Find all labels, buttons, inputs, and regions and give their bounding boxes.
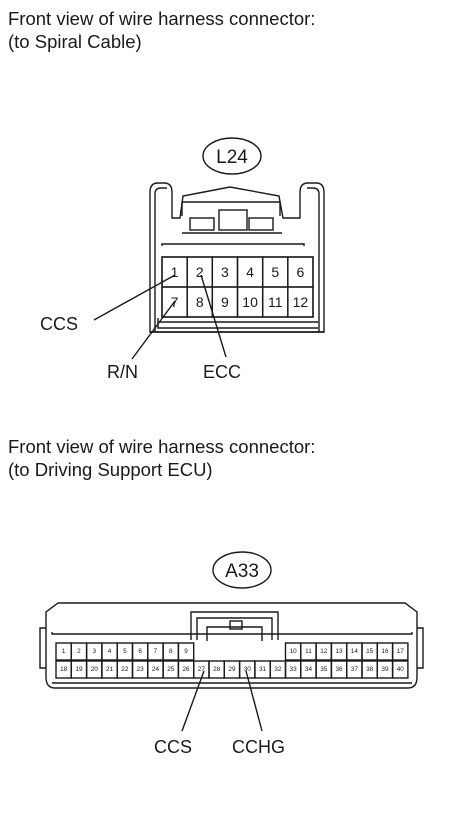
pin-label: 15 xyxy=(366,648,374,655)
cchg-leader-line xyxy=(245,670,263,732)
connector2-caption-line2: (to Driving Support ECU) xyxy=(8,459,213,480)
pin-label: 3 xyxy=(221,264,229,280)
pin-label: 6 xyxy=(297,264,305,280)
pin-label: 35 xyxy=(320,666,328,673)
connector-l24-code: L24 xyxy=(216,147,248,168)
pin-label: 12 xyxy=(320,648,328,655)
cchg-label: CCHG xyxy=(232,737,285,757)
ccs-label: CCS xyxy=(40,314,78,334)
pin-label: 4 xyxy=(246,264,254,280)
pin-label: 8 xyxy=(169,648,173,655)
ecc-leader-line xyxy=(200,274,227,358)
connector1-caption-line2: (to Spiral Cable) xyxy=(8,31,142,52)
pin-label: 1 xyxy=(62,648,66,655)
pin-label: 10 xyxy=(242,294,258,310)
pin-label: 13 xyxy=(335,648,343,655)
pin-cell xyxy=(177,642,195,661)
pin-label: 2 xyxy=(196,264,204,280)
rn-leader-line xyxy=(131,300,176,360)
pin-label: 23 xyxy=(137,666,145,673)
pin-label: 10 xyxy=(290,648,298,655)
pin-label: 5 xyxy=(123,648,127,655)
pin-label: 28 xyxy=(213,666,221,673)
pin-cell xyxy=(391,660,409,679)
pin-label: 20 xyxy=(91,666,99,673)
pin-label: 9 xyxy=(221,294,229,310)
connector-l24-code-oval xyxy=(202,137,262,175)
ecc-label: ECC xyxy=(203,362,241,382)
pin-label: 34 xyxy=(305,666,313,673)
connector1-caption-line1: Front view of wire harness connector: xyxy=(8,8,316,29)
pin-label: 5 xyxy=(271,264,279,280)
pin-label: 8 xyxy=(196,294,204,310)
pin-label: 9 xyxy=(184,648,188,655)
pin-label: 17 xyxy=(397,648,405,655)
pin-label: 24 xyxy=(152,666,160,673)
pin-label: 12 xyxy=(293,294,309,310)
ccs-a33-leader-line xyxy=(181,670,205,732)
pin-label: 4 xyxy=(108,648,112,655)
pin-label: 16 xyxy=(381,648,389,655)
pin-label: 19 xyxy=(75,666,83,673)
ccs-a33-label: CCS xyxy=(154,737,192,757)
pin-label: 21 xyxy=(106,666,114,673)
pin-label: 14 xyxy=(351,648,359,655)
ccs-leader-line xyxy=(93,274,176,321)
pin-label: 1 xyxy=(171,264,179,280)
pin-label: 40 xyxy=(397,666,405,673)
pin-label: 6 xyxy=(138,648,142,655)
pin-label: 33 xyxy=(290,666,298,673)
pin-label: 29 xyxy=(228,666,236,673)
pin-label: 37 xyxy=(351,666,359,673)
pin-label: 39 xyxy=(381,666,389,673)
pin-label: 22 xyxy=(121,666,129,673)
connector2-caption: Front view of wire harness connector: (t… xyxy=(8,435,315,481)
pin-cell xyxy=(391,642,409,661)
pin-label: 32 xyxy=(274,666,282,673)
connector-a33-housing xyxy=(39,602,424,689)
pin-label: 31 xyxy=(259,666,267,673)
pin-label: 7 xyxy=(154,648,158,655)
connector1-caption: Front view of wire harness connector: (t… xyxy=(8,7,315,53)
pin-label: 11 xyxy=(305,648,312,655)
pin-label: 36 xyxy=(335,666,343,673)
pin-cell xyxy=(287,286,314,318)
pin-label: 27 xyxy=(198,666,206,673)
pin-label: 2 xyxy=(77,648,81,655)
pin-label: 26 xyxy=(182,666,190,673)
connector-a33-code-oval xyxy=(212,551,272,589)
connector-a33-callouts: CCS CCHG xyxy=(154,670,285,757)
pin-label: 18 xyxy=(60,666,68,673)
pin-label: 30 xyxy=(244,666,252,673)
connector-l24-callouts: CCS R/N ECC xyxy=(40,274,241,382)
pin-label: 3 xyxy=(92,648,96,655)
connector-a33-code: A33 xyxy=(225,561,259,582)
pin-label: 25 xyxy=(167,666,175,673)
rn-label: R/N xyxy=(107,362,138,382)
pin-label: 38 xyxy=(366,666,374,673)
connector2-caption-line1: Front view of wire harness connector: xyxy=(8,436,316,457)
pin-label: 11 xyxy=(268,294,283,310)
